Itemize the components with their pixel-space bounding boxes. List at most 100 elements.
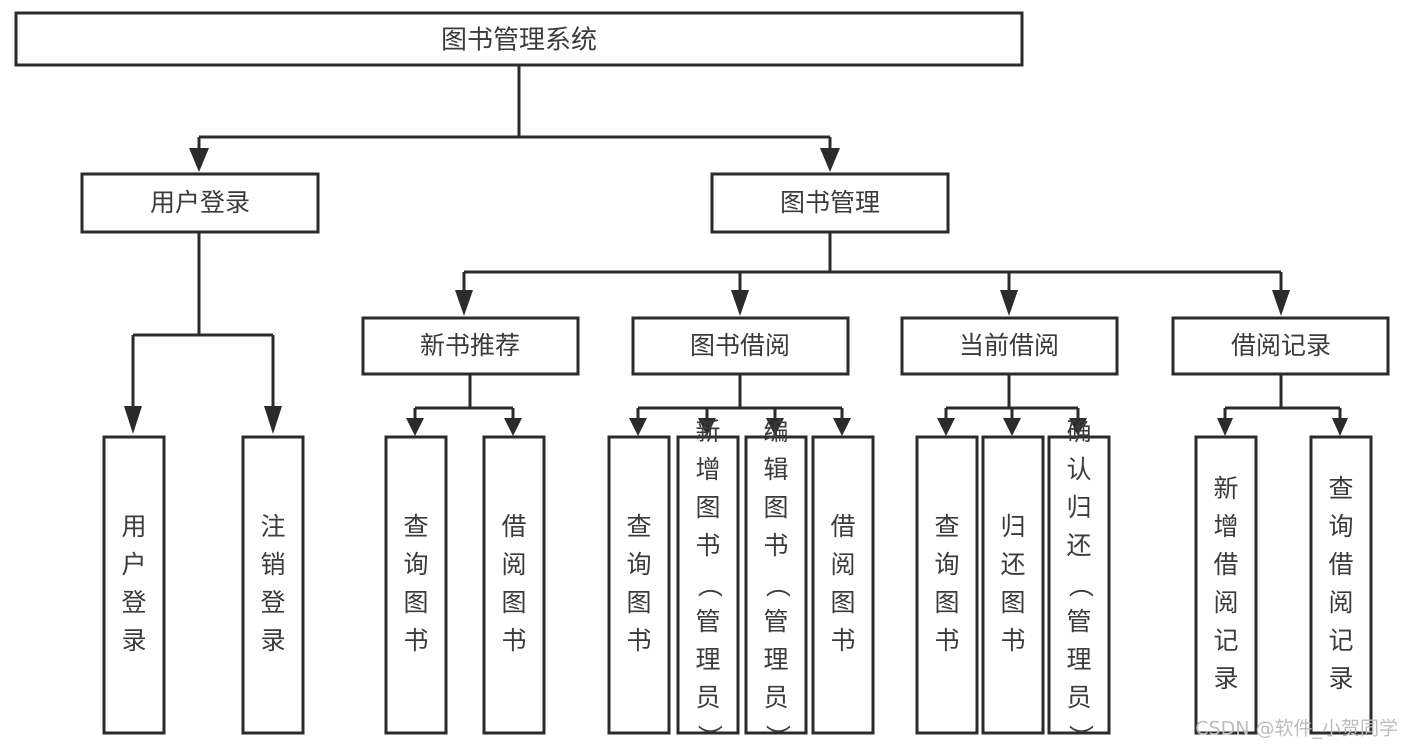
vertical-char: 用 xyxy=(121,512,146,541)
vertical-char: 书 xyxy=(695,531,720,560)
node-user-login-box[interactable] xyxy=(80,172,320,234)
vertical-char: 录 xyxy=(260,626,285,655)
vertical-char: 录 xyxy=(1328,664,1353,693)
node-leaf-borrow-book-1-box[interactable] xyxy=(482,435,546,735)
vertical-char: 图 xyxy=(695,493,720,522)
vertical-char: 编 xyxy=(763,417,788,446)
node-leaf-logout-login-box[interactable] xyxy=(241,435,305,735)
node-book-borrow-box[interactable] xyxy=(631,316,850,376)
arrow-head-borrow-record xyxy=(1272,290,1290,316)
arrow-head-current-borrow xyxy=(1000,290,1018,316)
node-root-box[interactable] xyxy=(14,11,1024,67)
vertical-char: 书 xyxy=(1000,626,1025,655)
node-current-borrow-label: 当前借阅 xyxy=(959,331,1059,360)
vertical-char: 员 xyxy=(1066,683,1091,712)
vertical-char: 图 xyxy=(763,493,788,522)
node-new-book-recommend-label: 新书推荐 xyxy=(420,331,520,360)
node-leaf-confirm-return-box[interactable] xyxy=(1047,435,1111,735)
vertical-char: 书 xyxy=(501,626,526,655)
node-leaf-query-record-box[interactable] xyxy=(1309,435,1373,735)
node-user-login[interactable]: 用户登录 xyxy=(80,172,320,234)
node-leaf-add-book-box[interactable] xyxy=(676,435,740,735)
vertical-char: 销 xyxy=(260,550,285,579)
node-book-management-box[interactable] xyxy=(710,172,950,234)
node-borrow-record[interactable]: 借阅记录 xyxy=(1171,316,1390,376)
node-leaf-return-book-box[interactable] xyxy=(981,435,1045,735)
node-leaf-query-book-1-box[interactable] xyxy=(384,435,448,735)
arrow-head-leaf-query-record xyxy=(1332,418,1348,436)
node-root[interactable]: 图书管理系统 xyxy=(14,11,1024,67)
arrow-head-leaf-add-book xyxy=(698,418,716,436)
vertical-char: 查 xyxy=(1328,474,1353,503)
vertical-char: 书 xyxy=(403,626,428,655)
arrow-head-leaf-confirm-return xyxy=(1069,418,1087,436)
arrow-head-new-book-recommend xyxy=(455,290,473,316)
node-book-management[interactable]: 图书管理 xyxy=(710,172,950,234)
vertical-char: （ xyxy=(1066,572,1095,597)
arrow-head-leaf-logout-login xyxy=(264,406,282,434)
vertical-char: 还 xyxy=(1000,550,1025,579)
vertical-char: 询 xyxy=(403,550,428,579)
vertical-char: （ xyxy=(695,572,724,597)
node-current-borrow[interactable]: 当前借阅 xyxy=(900,316,1119,376)
node-book-borrow[interactable]: 图书借阅 xyxy=(631,316,850,376)
arrow-head-leaf-query-book-3 xyxy=(937,418,955,436)
arrow-head-leaf-borrow-book-2 xyxy=(833,418,851,436)
vertical-char: 归 xyxy=(1000,512,1025,541)
node-leaf-user-login-box[interactable] xyxy=(102,435,166,735)
node-new-book-recommend[interactable]: 新书推荐 xyxy=(361,316,580,376)
vertical-char: 辑 xyxy=(763,455,788,484)
arrow-head-book-management xyxy=(820,148,840,172)
vertical-char: 新 xyxy=(695,417,720,446)
vertical-char: 询 xyxy=(1328,512,1353,541)
vertical-char: ） xyxy=(763,724,792,747)
node-book-borrow-label: 图书借阅 xyxy=(690,331,790,360)
node-leaf-query-book-2-box[interactable] xyxy=(607,435,671,735)
node-leaf-borrow-book-2-box[interactable] xyxy=(811,435,875,735)
vertical-char: 图 xyxy=(1000,588,1025,617)
vertical-char: 员 xyxy=(763,683,788,712)
node-book-management-label: 图书管理 xyxy=(780,188,880,217)
vertical-char: 图 xyxy=(830,588,855,617)
vertical-char: 记 xyxy=(1328,626,1353,655)
node-leaf-query-book-3-box[interactable] xyxy=(915,435,979,735)
node-borrow-record-box[interactable] xyxy=(1171,316,1390,376)
node-leaf-edit-book-box[interactable] xyxy=(744,435,808,735)
vertical-char: 员 xyxy=(695,683,720,712)
vertical-char: 阅 xyxy=(1213,588,1238,617)
vertical-char: 书 xyxy=(934,626,959,655)
arrow-head-leaf-edit-book xyxy=(766,418,784,436)
vertical-char: 录 xyxy=(121,626,146,655)
node-current-borrow-box[interactable] xyxy=(900,316,1119,376)
node-root-label: 图书管理系统 xyxy=(441,26,597,56)
node-new-book-recommend-box[interactable] xyxy=(361,316,580,376)
vertical-char: 图 xyxy=(501,588,526,617)
node-borrow-record-label: 借阅记录 xyxy=(1231,331,1331,360)
node-leaf-user-login[interactable]: 用户登录 xyxy=(102,435,166,735)
node-leaf-add-record-box[interactable] xyxy=(1194,435,1258,735)
vertical-char: 图 xyxy=(934,588,959,617)
vertical-char: 图 xyxy=(403,588,428,617)
vertical-char: 户 xyxy=(121,550,146,579)
